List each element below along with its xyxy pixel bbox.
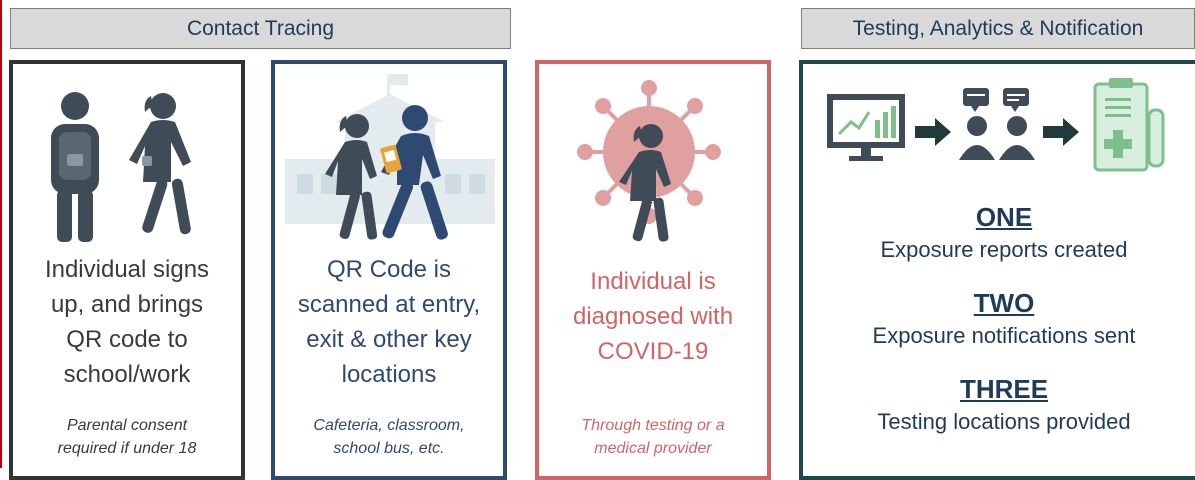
card1-line: school/work	[63, 361, 191, 388]
clipboard-testing-icon	[1093, 78, 1165, 172]
step-two-label: TWO	[973, 288, 1035, 318]
step-one-label: ONE	[975, 202, 1033, 232]
card3-line: COVID-19	[597, 338, 709, 365]
card2-note-line: Cafeteria, classroom,	[313, 417, 465, 434]
discussion-people-icon	[959, 88, 1035, 160]
card3-main-text: Individual is diagnosed with COVID-19	[539, 264, 767, 369]
step-two: TWO Exposure notifications sent	[803, 288, 1195, 349]
card1-note-line: required if under 18	[57, 440, 197, 457]
card1-note-line: Parental consent	[66, 417, 188, 434]
step-three-label: THREE	[959, 374, 1049, 404]
workflow-icons	[827, 78, 1165, 172]
header-testing-label: Testing, Analytics & Notification	[852, 16, 1144, 40]
walking-student-icon	[129, 93, 191, 235]
step-three: THREE Testing locations provided	[803, 374, 1195, 435]
card2-note: Cafeteria, classroom, school bus, etc.	[275, 414, 503, 460]
left-edge-line	[0, 0, 2, 468]
card-testing-notification: ONE Exposure reports created TWO Exposur…	[799, 60, 1195, 480]
header-testing-analytics: Testing, Analytics & Notification	[801, 8, 1195, 49]
step-one: ONE Exposure reports created	[803, 202, 1195, 263]
qr-scan-student-icon	[325, 114, 378, 240]
arrow-right-icon	[1043, 118, 1079, 146]
card3-note-line: medical provider	[594, 440, 712, 457]
card2-line: locations	[341, 361, 437, 388]
card3-note: Through testing or a medical provider	[539, 414, 767, 460]
card1-main-text: Individual signs up, and brings QR code …	[13, 252, 241, 392]
arrow-right-icon	[915, 118, 951, 146]
card2-line: exit & other key	[306, 326, 472, 353]
card1-line: up, and brings	[50, 291, 204, 318]
header-contact-tracing: Contact Tracing	[10, 8, 511, 49]
students-icon	[51, 92, 191, 242]
card1-line: QR code to	[66, 326, 188, 353]
school-scan-icon	[285, 74, 495, 240]
phone-qr-icon	[380, 144, 402, 174]
card3-line: diagnosed with	[572, 303, 734, 330]
card1-line: Individual signs	[44, 256, 210, 283]
header-contact-tracing-label: Contact Tracing	[186, 16, 335, 40]
infected-student-icon	[619, 124, 671, 242]
card2-line: scanned at entry,	[297, 291, 481, 318]
card-qr-code-scanned: QR Code is scanned at entry, exit & othe…	[271, 60, 507, 480]
card-individual-signs-up: Individual signs up, and brings QR code …	[9, 60, 245, 480]
card2-main-text: QR Code is scanned at entry, exit & othe…	[275, 252, 503, 392]
step-two-desc: Exposure notifications sent	[872, 323, 1136, 348]
backpack-student-icon	[51, 92, 99, 242]
card1-note: Parental consent required if under 18	[13, 414, 241, 460]
walking-adult-icon	[381, 105, 448, 240]
analytics-monitor-icon	[827, 94, 905, 161]
card3-note-line: Through testing or a	[581, 417, 725, 434]
card2-note-line: school bus, etc.	[333, 440, 445, 457]
virus-student-icon	[577, 80, 721, 242]
step-one-desc: Exposure reports created	[880, 237, 1128, 262]
card2-line: QR Code is	[326, 256, 452, 283]
card3-line: Individual is	[590, 268, 716, 295]
step-three-desc: Testing locations provided	[877, 409, 1131, 434]
card-diagnosed-covid: Individual is diagnosed with COVID-19 Th…	[535, 60, 771, 480]
